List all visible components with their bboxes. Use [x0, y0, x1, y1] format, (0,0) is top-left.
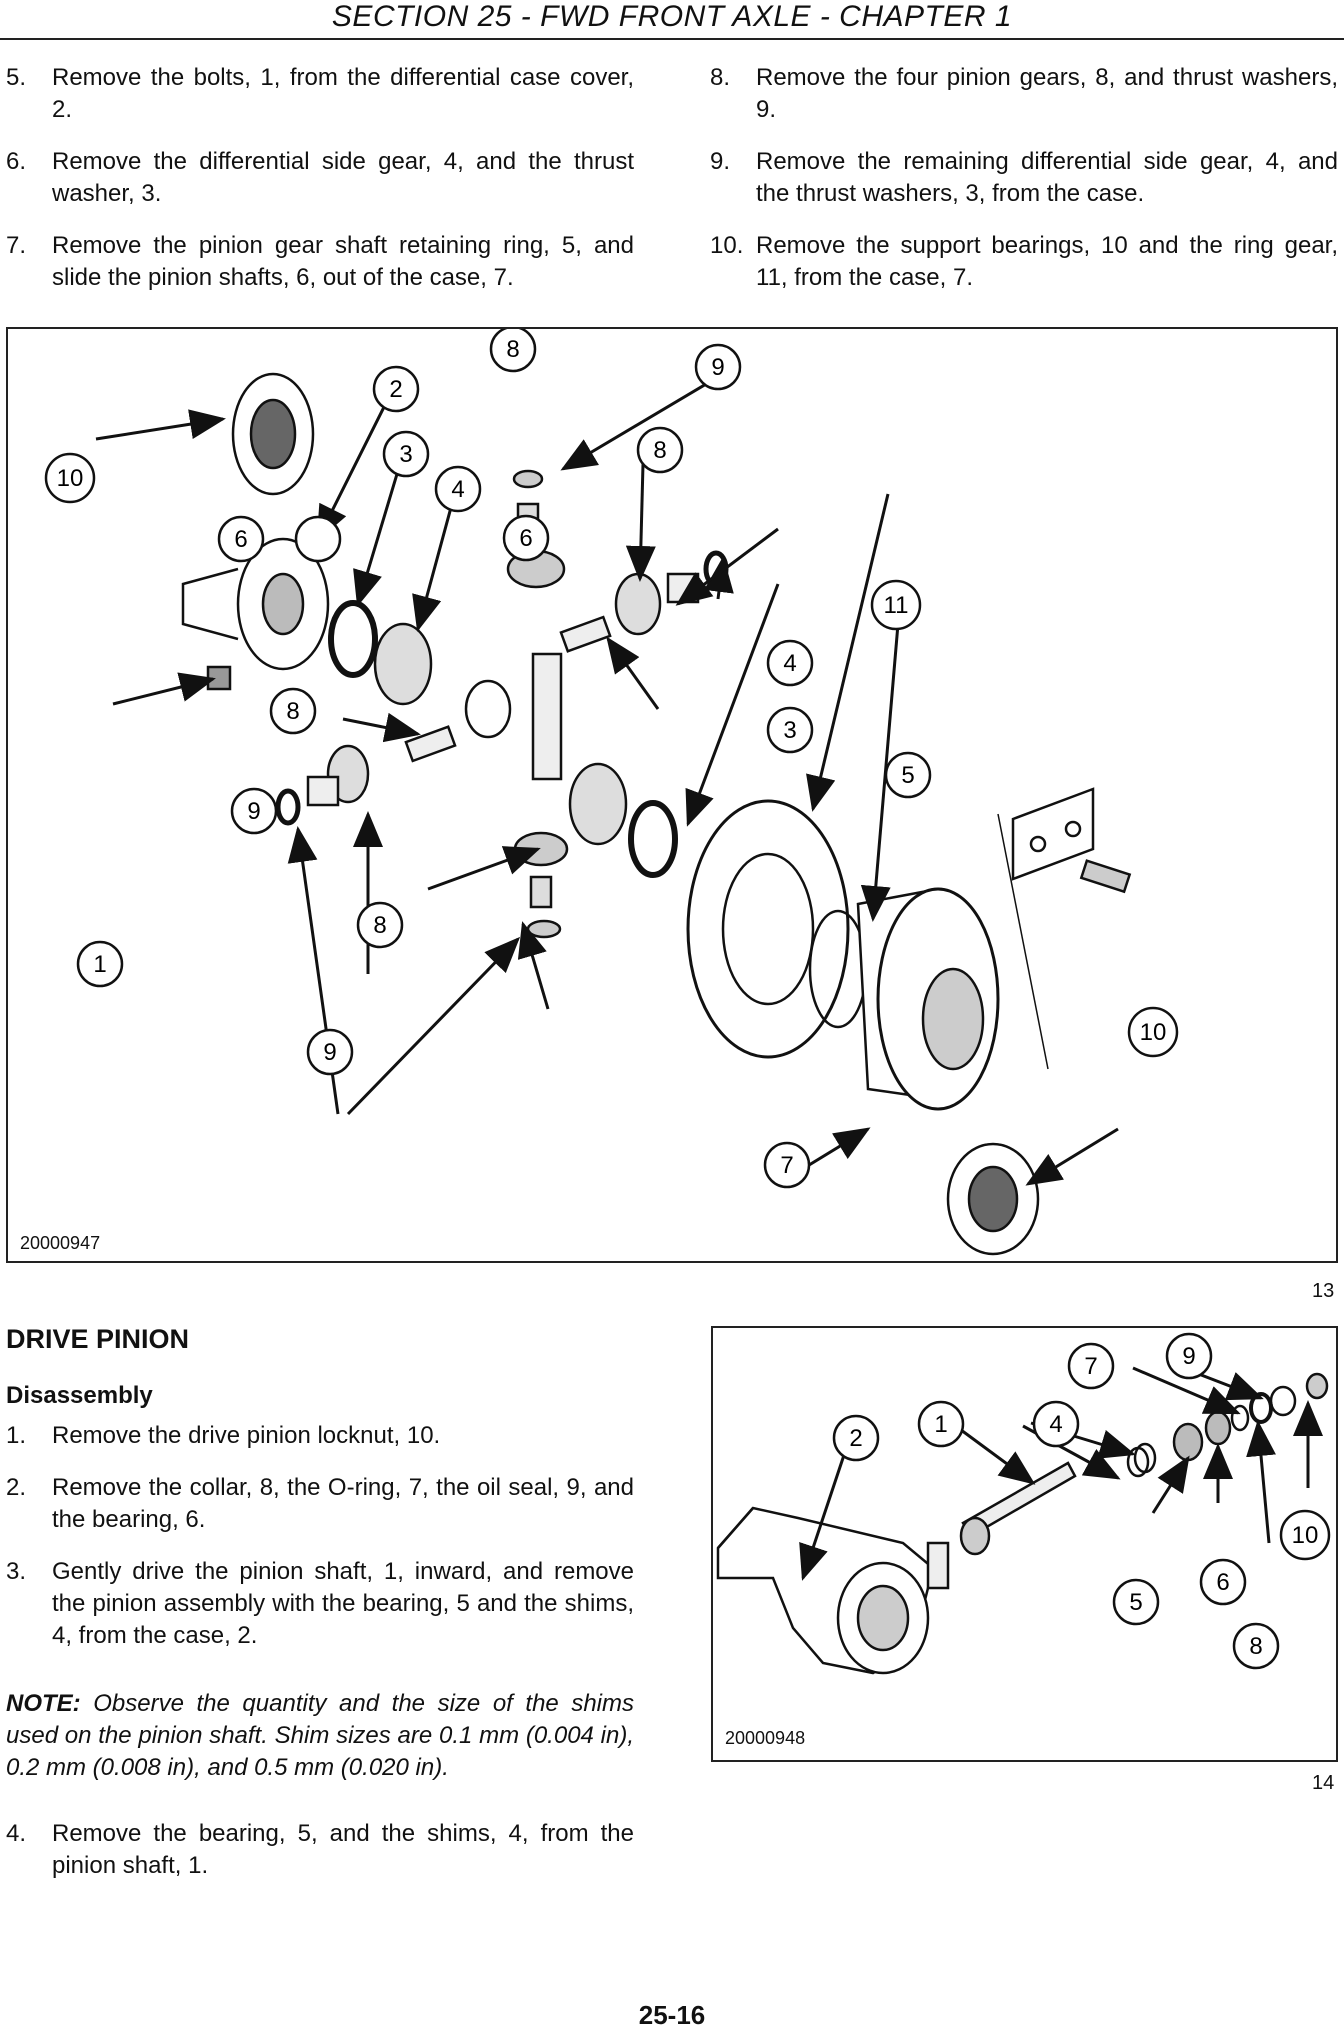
callout-10: 10 — [1279, 1509, 1331, 1561]
svg-text:9: 9 — [323, 1039, 336, 1066]
callout-8: 8 — [1232, 1622, 1280, 1670]
callout-7-page: 7 — [763, 1141, 811, 1189]
svg-text:8: 8 — [653, 437, 666, 464]
step-item: 6.Remove the differential side gear, 4, … — [6, 148, 634, 207]
svg-text:8: 8 — [286, 698, 299, 725]
note-label: NOTE: — [6, 1690, 81, 1717]
step-item: 4.Remove the bearing, 5, and the shims, … — [6, 1820, 634, 1879]
svg-text:5: 5 — [901, 762, 914, 789]
svg-text:2: 2 — [389, 376, 402, 403]
callout-8-right-page: 8 — [636, 426, 684, 474]
drive-pinion-diagram — [716, 1366, 1329, 1675]
callout-8-bottom: 8 — [269, 687, 317, 735]
callout-8-bottom-page: 8 — [356, 901, 404, 949]
svg-text:6: 6 — [234, 526, 247, 553]
step-item: 8.Remove the four pinion gears, 8, and t… — [710, 64, 1338, 123]
section-title: SECTION 25 - FWD FRONT AXLE - CHAPTER 1 — [331, 0, 1013, 33]
callout-5-page: 5 — [884, 751, 932, 799]
step-item: 1.Remove the drive pinion locknut, 10. — [6, 1422, 441, 1449]
svg-text:5: 5 — [1129, 1589, 1142, 1616]
figure2-id: 20000948 — [725, 1728, 806, 1748]
callout-4: 4 — [434, 465, 482, 513]
page-header: SECTION 25 - FWD FRONT AXLE - CHAPTER 1 — [0, 0, 1344, 40]
step-item: 9.Remove the remaining differential side… — [710, 148, 1338, 207]
callout-4: 4 — [1032, 1400, 1080, 1448]
callout-6-1-text: 6 — [234, 526, 247, 553]
figure2-callouts: 7 9 2 1 4 10 5 6 8 — [832, 1332, 1331, 1670]
step-item: 3.Gently drive the pinion shaft, 1, inwa… — [6, 1558, 634, 1649]
callout-10-top-page: 10 — [44, 452, 96, 504]
callouts: 1 2 3 4 — [76, 365, 482, 988]
svg-text:7: 7 — [780, 1152, 793, 1179]
svg-text:3: 3 — [783, 717, 796, 744]
svg-text:6: 6 — [1216, 1569, 1229, 1596]
svg-text:10: 10 — [57, 465, 84, 492]
drive-pinion-heading: DRIVE PINION — [6, 1324, 190, 1354]
callout-3: 3 — [382, 430, 430, 478]
svg-text:7: 7 — [1084, 1353, 1097, 1380]
callout-2: 2 — [832, 1414, 880, 1462]
drive-pinion-steps: 1.Remove the drive pinion locknut, 10. 2… — [6, 1420, 634, 1672]
callout-4-right-page: 4 — [766, 639, 814, 687]
callout-3-right-page: 3 — [766, 706, 814, 754]
callout-5: 5 — [1112, 1578, 1160, 1626]
svg-text:8: 8 — [506, 336, 519, 363]
callout-1: 1 — [76, 940, 124, 988]
svg-text:2: 2 — [849, 1425, 862, 1452]
note-text: Observe the quantity and the size of the… — [6, 1690, 634, 1781]
step-item: 5.Remove the bolts, 1, from the differen… — [6, 64, 634, 123]
svg-text:3: 3 — [399, 441, 412, 468]
shim-note: NOTE: Observe the quantity and the size … — [6, 1688, 634, 1784]
figure1-callouts: 9 8 10 11 4 3 5 8 9 10 7 — [44, 343, 1179, 1189]
callout-10-bottom-page: 10 — [1127, 1006, 1179, 1058]
callout-9-top-page: 9 — [694, 343, 742, 391]
svg-text:1: 1 — [93, 951, 106, 978]
callout-6-2: 6 — [502, 514, 550, 562]
svg-text:4: 4 — [1049, 1411, 1062, 1438]
svg-text:4: 4 — [451, 476, 464, 503]
svg-text:6: 6 — [519, 525, 532, 552]
callout-9-bottom-page: 9 — [306, 1028, 354, 1076]
callout-7: 7 — [1067, 1342, 1115, 1390]
svg-text:9: 9 — [247, 798, 260, 825]
callout-11-page: 11 — [870, 579, 922, 631]
figure1-id: 20000947 — [20, 1233, 101, 1253]
svg-text:8: 8 — [373, 912, 386, 939]
differential-exploded-figure: 1 2 3 4 6 6 8 8 9 — [6, 325, 1338, 1263]
callout-2: 2 — [372, 365, 420, 413]
differential-diagram: 1 2 3 4 6 6 8 8 9 — [76, 325, 1132, 1256]
svg-text:11: 11 — [884, 592, 909, 619]
step-item: 10.Remove the support bearings, 10 and t… — [710, 232, 1338, 291]
callout-6 — [294, 515, 342, 563]
figure1-number: 13 — [1312, 1280, 1335, 1302]
svg-text:8: 8 — [1249, 1633, 1262, 1660]
svg-text:10: 10 — [1140, 1019, 1167, 1046]
callout-1: 1 — [917, 1400, 965, 1448]
svg-text:4: 4 — [783, 650, 796, 677]
callout-9: 9 — [1165, 1332, 1213, 1380]
callout-9-bottom: 9 — [230, 787, 278, 835]
svg-text:9: 9 — [1182, 1343, 1195, 1370]
callout-6-1 — [217, 515, 265, 563]
header-rule — [0, 38, 1344, 40]
svg-text:10: 10 — [1292, 1522, 1319, 1549]
page-number: 25-16 — [638, 2000, 706, 2030]
callout-8-top-text: 8 — [506, 336, 519, 363]
step-item: 7.Remove the pinion gear shaft retaining… — [6, 232, 634, 291]
svg-text:1: 1 — [934, 1411, 947, 1438]
step-item: 2.Remove the collar, 8, the O-ring, 7, t… — [6, 1474, 634, 1533]
callout-6: 6 — [1199, 1558, 1247, 1606]
drive-pinion-figure — [711, 1326, 1338, 1762]
disassembly-subheading: Disassembly — [6, 1382, 153, 1409]
top-steps-left: 5.Remove the bolts, 1, from the differen… — [6, 62, 634, 314]
svg-text:9: 9 — [711, 354, 724, 381]
top-steps-right: 8.Remove the four pinion gears, 8, and t… — [710, 62, 1338, 314]
figure2-number: 14 — [1312, 1772, 1335, 1794]
